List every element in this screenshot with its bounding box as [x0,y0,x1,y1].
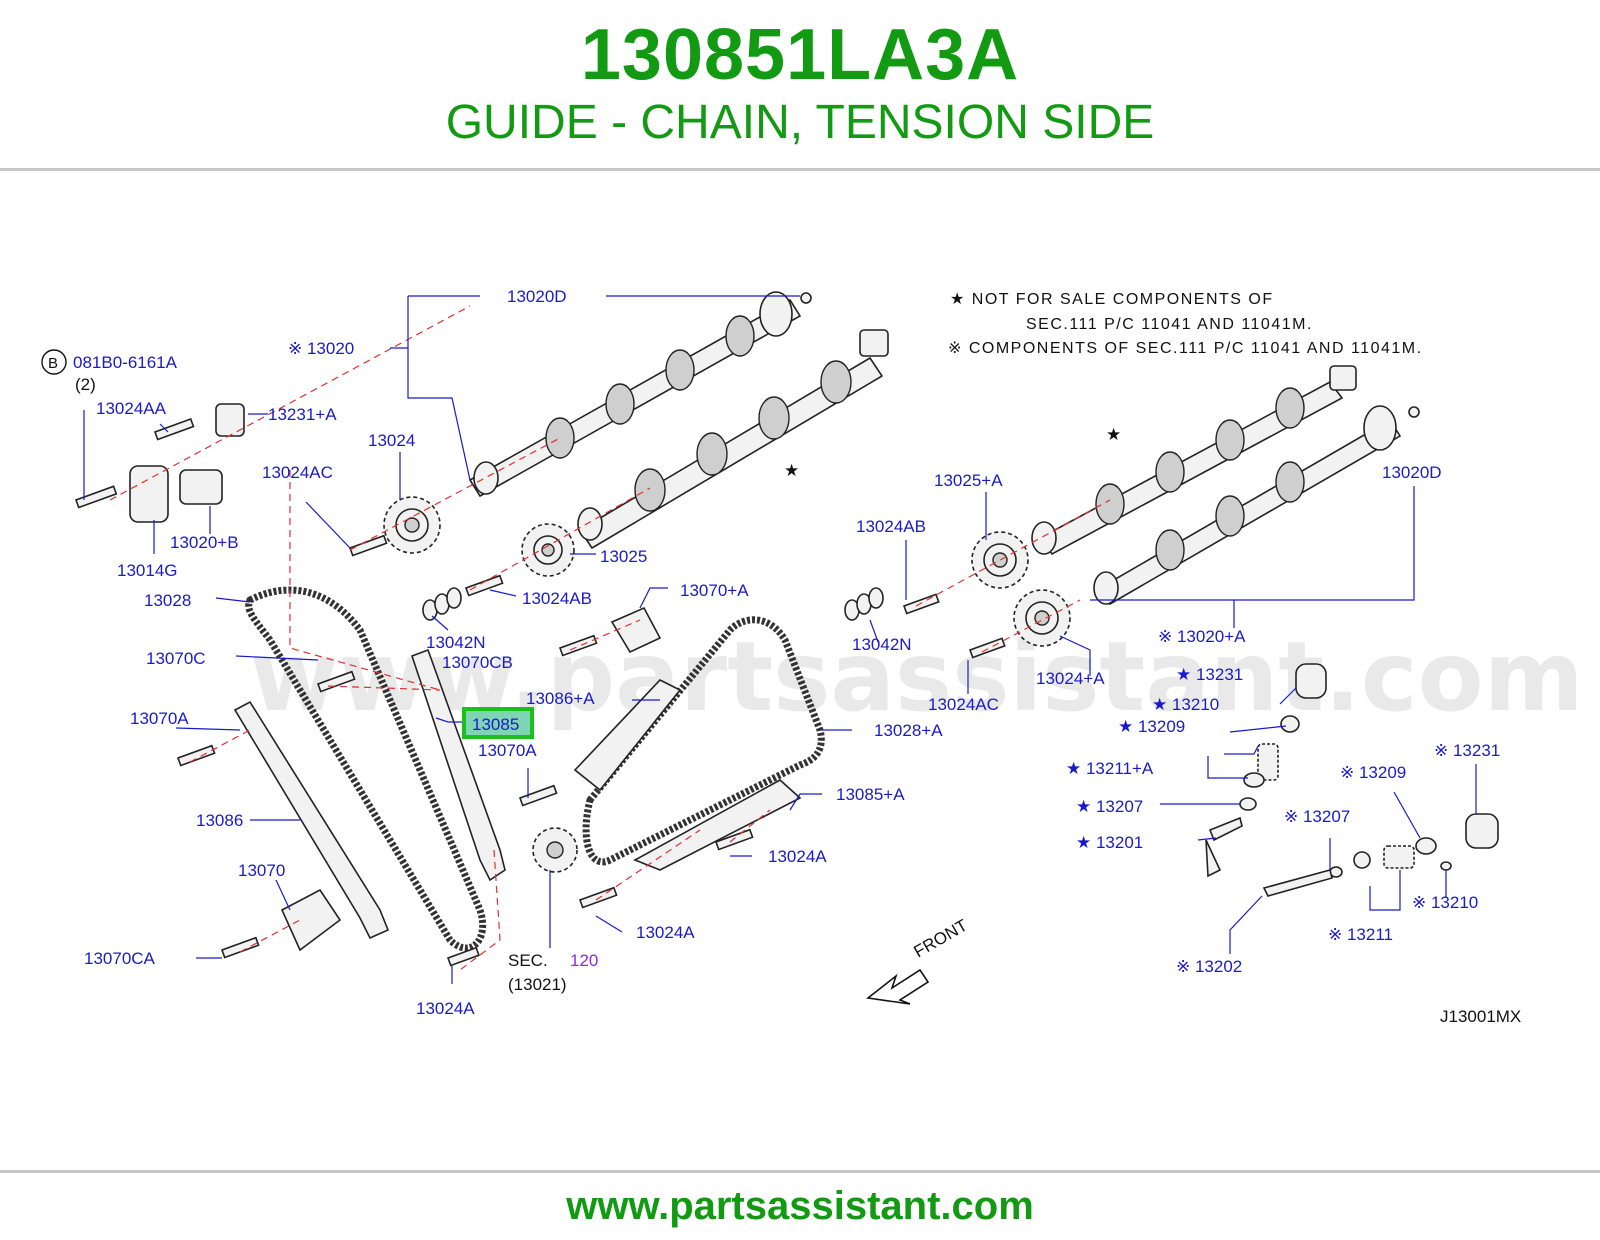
footer-site-url[interactable]: www.partsassistant.com [566,1184,1034,1228]
label-13025: 13025 [600,547,647,566]
leader-lines [83,295,1477,984]
label-13042N-right: 13042N [852,635,912,654]
label-13086: 13086 [196,811,243,830]
right-exhaust-sprocket [1013,589,1071,647]
part-number-title: 130851LA3A [580,15,1020,95]
part-name-subtitle: GUIDE - CHAIN, TENSION SIDE [445,96,1155,149]
note-star-line2: SEC.111 P/C 11041 AND 11041M. [1026,316,1313,333]
label-13209-kome: ※ 13209 [1340,763,1406,782]
label-13070C: 13070C [146,649,206,668]
label-13207-kome: ※ 13207 [1284,807,1350,826]
right-intake-sprocket [971,531,1029,589]
label-13070: 13070 [238,861,285,880]
label-13024A-right: 13024A [768,847,827,866]
left-intake-sprocket [383,496,441,554]
label-13211-kome: ※ 13211 [1328,925,1393,944]
label-13028A: 13028+A [874,721,943,740]
label-081B0-qty: (2) [75,375,96,394]
washers-13042N-right [844,587,884,621]
tensioner-13070A [610,606,662,654]
label-13231A: 13231+A [268,405,337,424]
tensioner-13070 [280,888,342,952]
bolt-ref-b-icon: B [41,349,67,375]
label-13024: 13024 [368,431,415,450]
label-13070A-center: 13070A [478,741,537,760]
label-13210-star: ★ 13210 [1152,695,1219,714]
label-13020D-right: 13020D [1382,463,1442,482]
left-timing-chain [245,586,487,952]
label-13209-star: ★ 13209 [1118,717,1185,736]
label-13202-kome: ※ 13202 [1176,957,1242,976]
guide-13086A [573,679,682,792]
label-13020A: ※ 13020+A [1158,627,1246,646]
label-13070A-left: 13070A [130,709,189,728]
label-13020D-left: 13020D [507,287,567,306]
sec-ref-label: SEC. [508,951,548,970]
alignment-lines [109,305,1111,971]
label-13024AC-left: 13024AC [262,463,333,482]
label-13211A-star: ★ 13211+A [1066,759,1154,778]
sec-ref-sub: (13021) [508,975,567,994]
label-13020B: 13020+B [170,533,239,552]
tension-side-guide-13085 [410,648,506,882]
tappet-13231A [215,403,245,437]
right-camshaft-upper [1031,365,1357,556]
label-13024AB-left: 13024AB [522,589,592,608]
valve-train-kome [1262,813,1499,897]
label-13024A-bottom: 13024A [416,999,475,1018]
washers-13042N-left [422,587,462,621]
crank-sprocket-sec120 [532,827,578,873]
star-marker-right: ★ [1106,425,1121,444]
label-13020: ※ 13020 [288,339,354,358]
header: 130851LA3A GUIDE - CHAIN, TENSION SIDE [0,0,1600,170]
footer-divider [0,1170,1600,1173]
timing-actuator-13020B [129,465,223,523]
label-13086A: 13086+A [526,689,595,708]
label-13085-highlighted[interactable]: 13085 [472,715,519,734]
label-13042N-left: 13042N [426,633,486,652]
front-arrow-icon [866,968,930,1005]
label-13028: 13028 [144,591,191,610]
label-13210-kome: ※ 13210 [1412,893,1478,912]
label-081B0-6161A: 081B0-6161A [73,353,178,372]
label-13024AA: 13024AA [96,399,167,418]
highlight-box-13085 [462,707,534,739]
label-13207-star: ★ 13207 [1076,797,1143,816]
left-camshaft-upper [468,291,812,498]
parts-diagram: www.partsassistant.com [41,287,1584,1026]
label-13231-star: ★ 13231 [1176,665,1243,684]
label-13024A-plus: 13024+A [1036,669,1105,688]
header-divider [0,168,1600,171]
left-camshaft-lower [577,329,889,550]
front-label: FRONT [911,916,971,962]
right-timing-chain [582,616,825,866]
right-camshaft-lower [1093,405,1420,606]
slack-guide-13086 [233,700,390,940]
label-13024AC-right: 13024AC [928,695,999,714]
label-13070A-plus: 13070+A [680,581,749,600]
label-13201-star: ★ 13201 [1076,833,1143,852]
star-marker-left: ★ [784,461,799,480]
valve-train-star [1205,663,1327,878]
label-13024AB-right: 13024AB [856,517,926,536]
bolts [74,417,1006,967]
note-star-line1: ★ NOT FOR SALE COMPONENTS OF [950,291,1274,308]
label-13024A-center: 13024A [636,923,695,942]
label-13085A: 13085+A [836,785,905,804]
label-13025A: 13025+A [934,471,1003,490]
note-kome-line: ※ COMPONENTS OF SEC.111 P/C 11041 AND 11… [948,340,1423,357]
label-13014G: 13014G [117,561,178,580]
sec-ref-number-link[interactable]: 120 [570,951,598,970]
guide-13085A [633,779,802,871]
left-exhaust-sprocket [521,523,575,577]
label-13070CA: 13070CA [84,949,156,968]
label-13231-kome: ※ 13231 [1434,741,1500,760]
label-13070CB: 13070CB [442,653,513,672]
diagram-code: J13001MX [1440,1007,1521,1026]
svg-text:B: B [48,355,58,372]
